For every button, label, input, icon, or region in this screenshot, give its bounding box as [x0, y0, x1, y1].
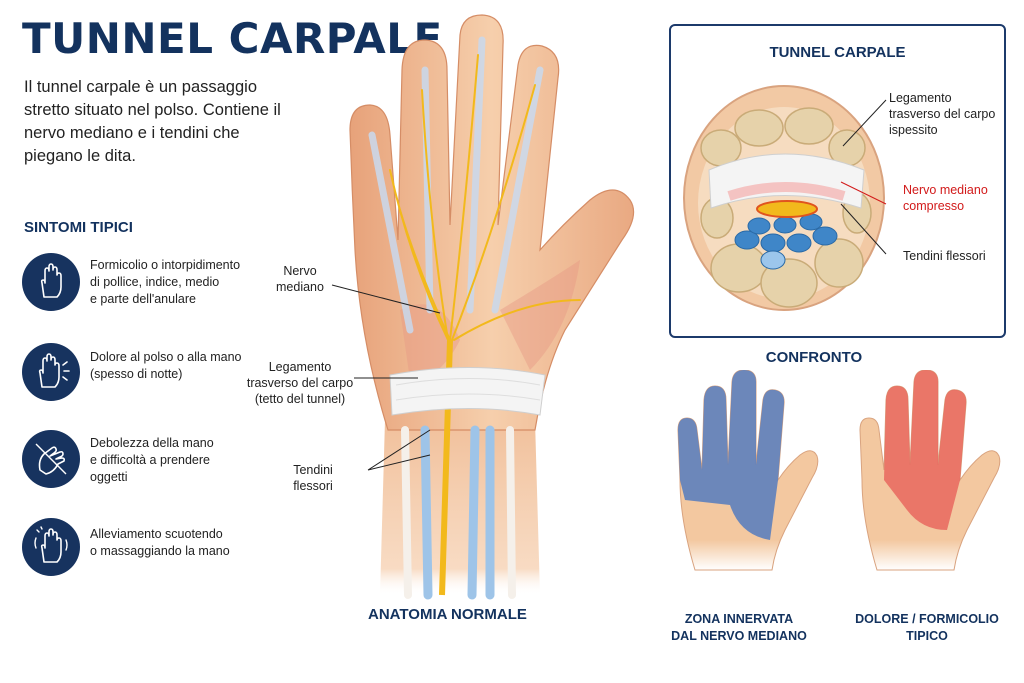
thick-ligament-label: Legamento trasverso del carpo ispessito [889, 91, 996, 137]
pain-zone-hand [859, 370, 1001, 571]
intro-text: Il tunnel carpale è un passaggio stretto… [24, 78, 281, 165]
shaking-hand-icon [22, 518, 80, 576]
painful-hand-icon [22, 343, 80, 401]
weak-grip-icon [22, 430, 80, 488]
ligament-label: Legamento trasverso del carpo (tetto del… [246, 360, 354, 406]
symptom-text: Alleviamento scuotendo o massaggiando la… [90, 527, 230, 558]
hand-anatomy-illustration [349, 14, 635, 600]
cross-section-illustration [683, 85, 885, 311]
symptoms-title: SINTOMI TIPICI [24, 219, 133, 236]
median-nerve-label: Nervo mediano [276, 264, 324, 294]
cross-section-panel: TUNNEL CARPALE [669, 24, 1006, 338]
callout-lines [331, 284, 441, 471]
pain-zone-caption: DOLORE / FORMICOLIO TIPICO [855, 612, 999, 643]
cross-section-title: TUNNEL CARPALE [769, 44, 906, 61]
symptom-text: Dolore al polso o alla mano (spesso di n… [90, 350, 242, 381]
comparison-title: CONFRONTO [765, 349, 863, 366]
flexor-tendons-label: Tendini flessori [903, 249, 986, 263]
symptom-item: Formicolio o intorpidimento di pollice, … [22, 253, 322, 315]
symptom-item: Debolezza della mano e difficoltà a pren… [22, 430, 322, 492]
median-zone-hand [677, 370, 819, 571]
symptom-item: Dolore al polso o alla mano (spesso di n… [22, 343, 322, 405]
compressed-nerve-label: Nervo mediano compresso [903, 183, 988, 213]
symptom-item: Alleviamento scuotendo o massaggiando la… [22, 518, 322, 580]
median-zone-caption: ZONA INNERVATA DAL NERVO MEDIANO [671, 612, 807, 643]
tendons-label: Tendini flessori [293, 463, 333, 493]
symptom-text: Formicolio o intorpidimento di pollice, … [90, 258, 241, 306]
anatomy-caption: ANATOMIA NORMALE [368, 606, 527, 623]
tingling-hand-icon [22, 253, 80, 311]
cross-section-callout-lines [840, 99, 887, 255]
page-title: TUNNEL CARPALE [22, 14, 443, 63]
symptom-text: Debolezza della mano e difficoltà a pren… [90, 436, 214, 484]
